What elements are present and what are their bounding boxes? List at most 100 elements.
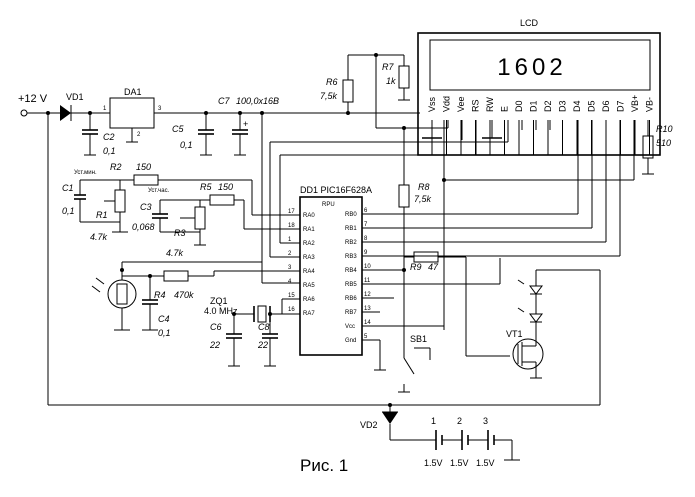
r3-value: 4.7k bbox=[166, 248, 184, 258]
lcd-data-wiring bbox=[362, 120, 635, 330]
r6-label: R6 bbox=[326, 77, 338, 87]
mcu-pin-number: 2 bbox=[288, 251, 292, 257]
mcu-pin-number: 5 bbox=[364, 334, 368, 340]
supply-label: +12 V bbox=[18, 93, 48, 105]
r4-label: R4 bbox=[154, 290, 166, 300]
capacitor-c7: + C7 100,0x16B bbox=[218, 96, 279, 156]
vd2-label: VD2 bbox=[360, 420, 378, 430]
c3-label: C3 bbox=[140, 202, 152, 212]
mcu-pin-name: Gnd bbox=[345, 338, 356, 344]
mcu-pin-name: RB1 bbox=[345, 226, 357, 232]
calibration-minutes: C1 0,1 Уст.мин. R2 150 R1 4.7k bbox=[47, 113, 300, 405]
mcu-pin-name: RB3 bbox=[345, 254, 357, 260]
figure-caption: Рис. 1 bbox=[300, 456, 348, 475]
mcu-pin-number: 6 bbox=[364, 208, 368, 214]
mcu-section-label: RPU bbox=[322, 202, 335, 208]
power-input: +12 V VD1 C2 0,1 bbox=[18, 92, 116, 156]
lcd-pin-label: D0 bbox=[514, 100, 524, 112]
r9-label: R9 bbox=[410, 262, 422, 272]
zq1-label: ZQ1 bbox=[210, 296, 228, 306]
r5-value: 150 bbox=[218, 182, 233, 192]
c5-value: 0,1 bbox=[180, 140, 193, 150]
r10-value: 510 bbox=[656, 138, 671, 148]
r1-value: 4.7k bbox=[90, 232, 108, 242]
c2-value: 0,1 bbox=[103, 146, 116, 156]
lcd-pin-label: D5 bbox=[587, 100, 597, 112]
mcu-right-pins: 6RB07RB18RB29RB310RB411RB512RB613RB714Vc… bbox=[345, 208, 371, 344]
vd1-label: VD1 bbox=[66, 92, 84, 102]
mcu-pin-number: 15 bbox=[288, 293, 295, 299]
sb1-label: SB1 bbox=[410, 334, 427, 344]
transistor-vt1: VT1 bbox=[506, 329, 544, 379]
vd2-diode-symbol bbox=[382, 412, 398, 424]
mcu-pin-number: 8 bbox=[364, 236, 368, 242]
r2-label: R2 bbox=[110, 162, 122, 172]
mcu-pin-number: 13 bbox=[364, 306, 371, 312]
c3-value: 0,068 bbox=[132, 222, 155, 232]
mcu-label: DD1 PIC16F628A bbox=[300, 185, 372, 195]
c8-label: C8 bbox=[258, 322, 270, 332]
mcu-pin-number: 1 bbox=[288, 237, 292, 243]
mcu-pin-number: 7 bbox=[364, 222, 368, 228]
c7-label: C7 bbox=[218, 96, 230, 106]
r3-label: R3 bbox=[174, 228, 186, 238]
lcd-display-text: 1602 bbox=[497, 54, 566, 81]
mcu-pin-number: 10 bbox=[364, 264, 371, 270]
vcc-rail bbox=[260, 111, 300, 284]
crystal-oscillator: ZQ1 4.0 MHz C6 22 C8 22 bbox=[204, 296, 300, 367]
lcd-pin-label: D7 bbox=[616, 100, 626, 112]
calibration-hours: Уст.час. C3 0,068 R3 4.7k R5 150 bbox=[132, 182, 300, 258]
lcd-pin-label: RW bbox=[485, 97, 495, 112]
mcu-pin-number: 9 bbox=[364, 250, 368, 256]
rb-wiring bbox=[362, 258, 501, 371]
led-upper bbox=[529, 285, 543, 295]
c7-plus: + bbox=[243, 119, 248, 129]
r4-value: 470k bbox=[174, 290, 194, 300]
da1-pin-gnd: 2 bbox=[137, 132, 141, 138]
mcu-pin-name: RA2 bbox=[303, 241, 315, 247]
battery-number: 3 bbox=[483, 416, 488, 426]
c5-label: C5 bbox=[172, 124, 184, 134]
mcu-pin-name: RB7 bbox=[345, 310, 357, 316]
led-chain bbox=[517, 269, 601, 405]
mcu-pin-number: 16 bbox=[288, 307, 295, 313]
lcd-pin-label: VB+ bbox=[630, 95, 640, 112]
mcu-pin-name: RA4 bbox=[303, 269, 315, 275]
battery-number: 2 bbox=[457, 416, 462, 426]
resistor-r9: R9 47 bbox=[404, 251, 510, 357]
lcd-pin-label: D3 bbox=[558, 100, 568, 112]
c7-value: 100,0x16B bbox=[236, 96, 279, 106]
r2-value: 150 bbox=[136, 162, 151, 172]
mcu-pin-name: RB5 bbox=[345, 282, 357, 288]
r7-value: 1k bbox=[386, 76, 396, 86]
lcd-pin-label: D2 bbox=[543, 100, 553, 112]
r6-value: 7,5k bbox=[320, 91, 338, 101]
vd1-diode-symbol bbox=[60, 105, 71, 121]
resistor-r8: R8 7,5k bbox=[362, 180, 432, 272]
mcu-pin-name: Vcc bbox=[345, 324, 355, 330]
mcu-pin-name: RB4 bbox=[345, 268, 357, 274]
lcd-title: LCD bbox=[520, 18, 539, 28]
lcd-pin-label: Vdd bbox=[442, 96, 452, 112]
mcu-pin-number: 12 bbox=[364, 292, 371, 298]
da1-label: DA1 bbox=[124, 87, 142, 97]
lcd-power-wiring bbox=[269, 53, 551, 258]
r9-value: 47 bbox=[428, 262, 439, 272]
mcu-pin-name: RB0 bbox=[345, 212, 357, 218]
mcu-pin-number: 14 bbox=[364, 320, 371, 326]
c6-label: C6 bbox=[210, 322, 222, 332]
zq1-value: 4.0 MHz bbox=[204, 306, 238, 316]
r8-value: 7,5k bbox=[414, 194, 432, 204]
mcu-pin-name: RA3 bbox=[303, 255, 315, 261]
c1-label: C1 bbox=[62, 183, 74, 193]
r5-label: R5 bbox=[200, 182, 212, 192]
r3-note: Уст.час. bbox=[148, 188, 170, 194]
c8-value: 22 bbox=[257, 340, 268, 350]
resistor-r10: R10 510 bbox=[642, 120, 673, 175]
lcd-pin-label: Vee bbox=[456, 96, 466, 112]
r1-note: Уст.мин. bbox=[74, 170, 97, 176]
mcu-pin-number: 3 bbox=[288, 265, 292, 271]
